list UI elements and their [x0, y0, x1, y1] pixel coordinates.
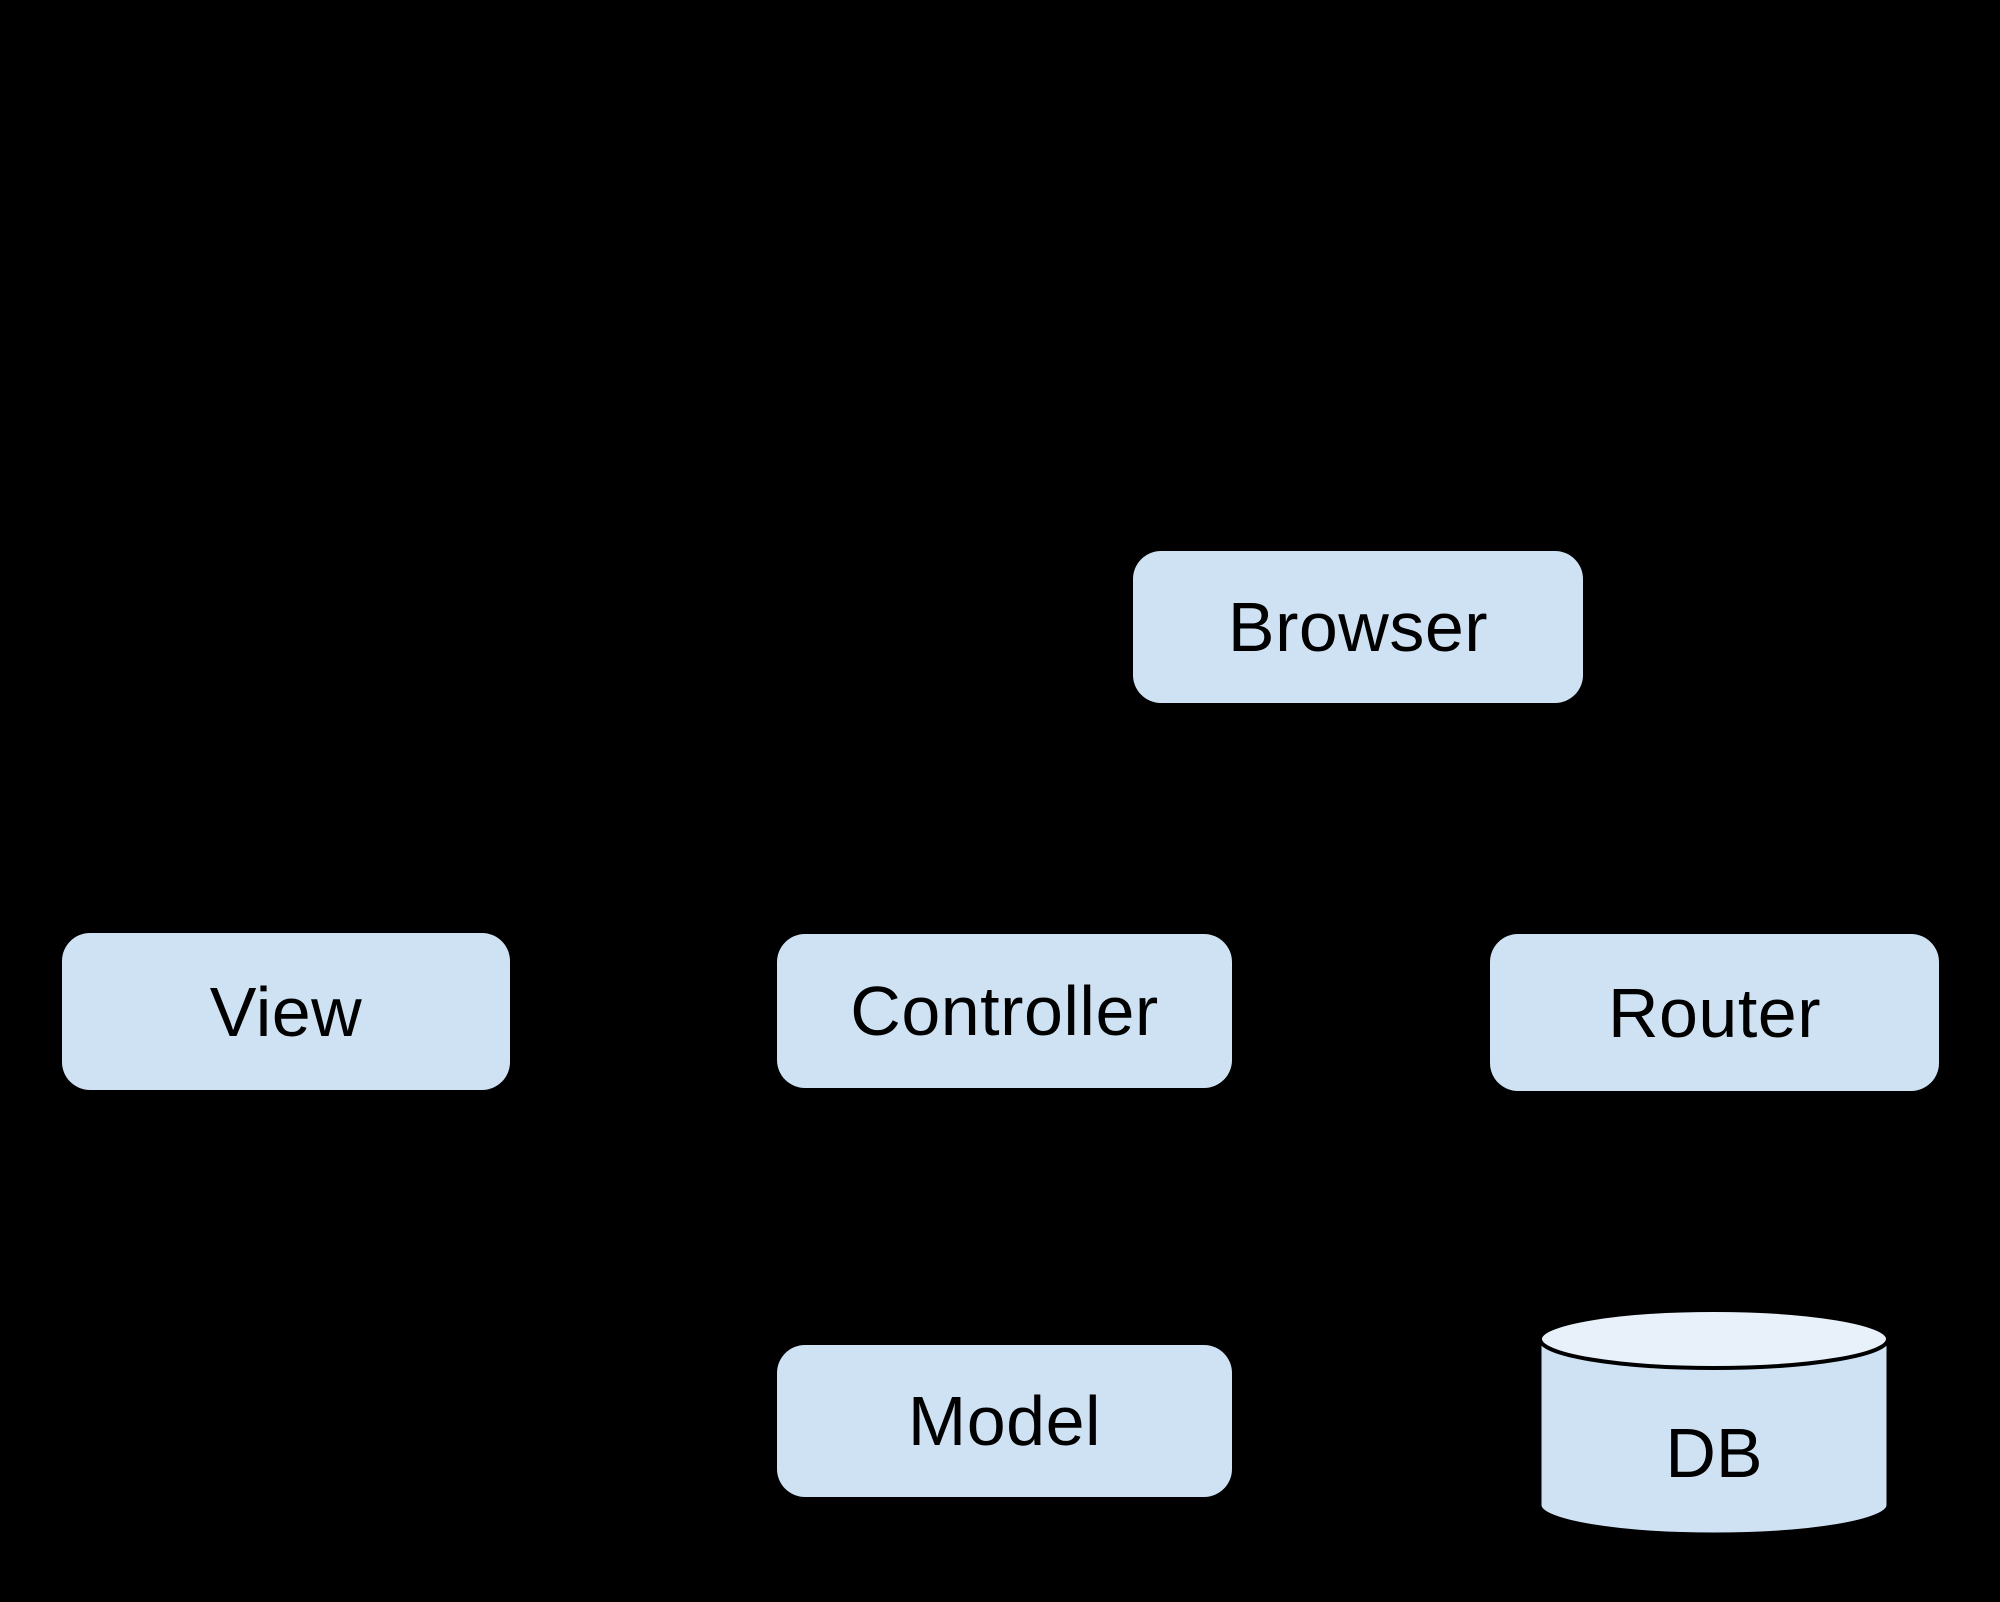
node-router-label: Router	[1607, 973, 1822, 1052]
node-controller-label: Controller	[850, 972, 1159, 1050]
node-db: DB	[1536, 1306, 1892, 1538]
node-view-label: View	[209, 972, 363, 1051]
db-cylinder-body	[1538, 1337, 1890, 1536]
node-view: View	[62, 933, 510, 1090]
db-cylinder-icon	[1538, 1308, 1890, 1536]
node-model: Model	[777, 1345, 1232, 1497]
node-browser-label: Browser	[1227, 588, 1489, 666]
node-browser: Browser	[1133, 551, 1583, 703]
node-db-label: DB	[1665, 1414, 1763, 1492]
node-router: Router	[1490, 934, 1939, 1091]
node-model-label: Model	[907, 1382, 1102, 1460]
db-cylinder-top	[1538, 1308, 1890, 1370]
node-controller: Controller	[777, 934, 1232, 1088]
